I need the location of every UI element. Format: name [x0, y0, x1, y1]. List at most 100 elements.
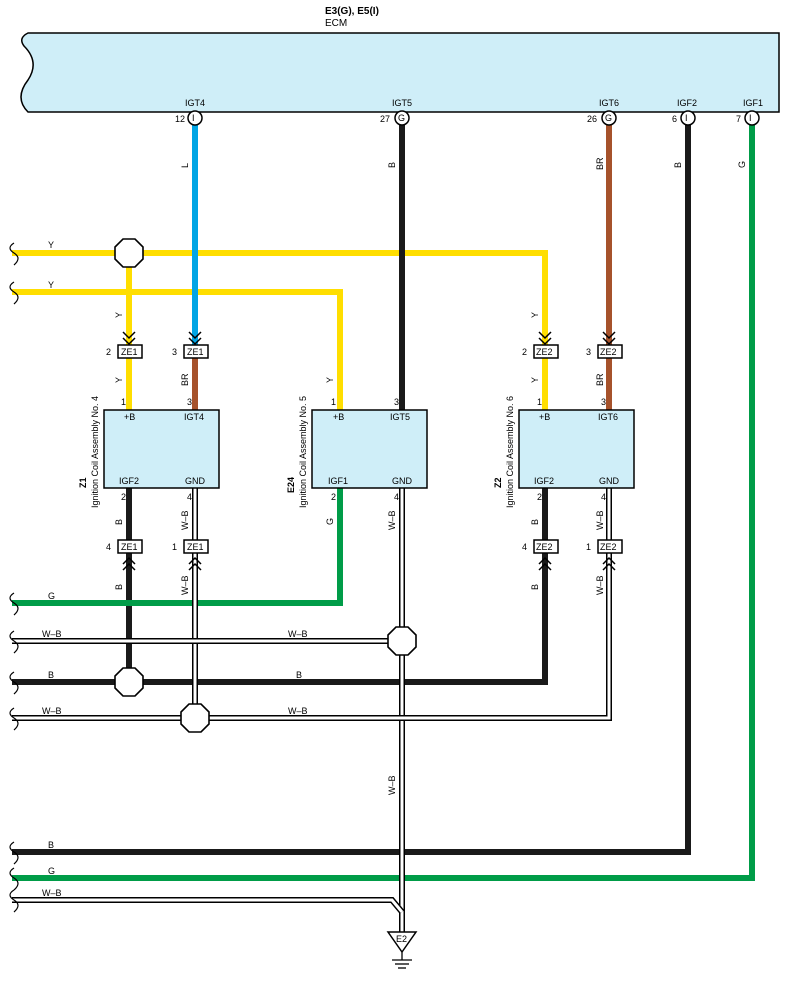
- connector-pin-num: 2: [522, 347, 527, 357]
- wire-label-g: G: [737, 161, 747, 168]
- ecm-pin-igf2[interactable]: 6 I: [672, 110, 696, 126]
- connector-pin-num: 3: [172, 347, 177, 357]
- coil-pin-label: IGF2: [119, 476, 139, 486]
- wire-label-y: Y: [48, 240, 54, 250]
- coil-pin-num: 4: [187, 492, 192, 502]
- coil-pin-num: 3: [187, 397, 192, 407]
- connector-pin-num: 1: [586, 542, 591, 552]
- coil-e24[interactable]: +B IGT5 IGF1 GND 1 3 2 4 Ignition Coil A…: [286, 396, 428, 508]
- wire-g-igf1: [12, 124, 755, 881]
- ecm-pin-igt4-code: I: [192, 113, 195, 123]
- wire-label-wb: W–B: [288, 629, 308, 639]
- coil-name: Ignition Coil Assembly No. 5: [298, 396, 308, 508]
- coil-pin-num: 1: [121, 397, 126, 407]
- coil-pin-label: IGF2: [534, 476, 554, 486]
- wire-label-wb: W–B: [288, 706, 308, 716]
- wire-break-marks: [9, 242, 19, 913]
- coil-z1[interactable]: +B IGT4 IGF2 GND 1 3 2 4 Ignition Coil A…: [78, 396, 220, 508]
- ground-icon: [392, 952, 412, 969]
- ecm-pin-igt6[interactable]: 26 G: [587, 110, 617, 126]
- splice-junction-wb-lower: [180, 703, 210, 733]
- wire-y-upper: [12, 250, 548, 345]
- coil-pin-label: +B: [124, 412, 135, 422]
- connector-ze2-pin1[interactable]: ZE2 1: [586, 539, 623, 571]
- connector-ze2-label: ZE2: [600, 542, 617, 552]
- coil-pin-num: 1: [331, 397, 336, 407]
- ecm-pin-igt5[interactable]: 27 G: [380, 110, 410, 126]
- coil-pin-num: 1: [537, 397, 542, 407]
- ecm-pin-igf1[interactable]: 7 I: [736, 110, 760, 126]
- ecm-pin-igf2-label: IGF2: [677, 98, 697, 108]
- connector-ze1-label: ZE1: [121, 347, 138, 357]
- coil-pin-num: 2: [331, 492, 336, 502]
- ecm-pin-igf1-num: 7: [736, 114, 741, 124]
- wire-b-igf2: [12, 124, 691, 855]
- wire-label-wb: W–B: [180, 510, 190, 530]
- ecm-pin-igt4[interactable]: 12 I: [175, 110, 203, 126]
- ecm-box[interactable]: [20, 32, 780, 113]
- wire-label-wb: W–B: [595, 575, 605, 595]
- wire-label-y: Y: [530, 377, 540, 383]
- wire-label-l: L: [180, 163, 190, 168]
- wire-label-br: BR: [595, 373, 605, 386]
- wire-label-wb: W–B: [387, 510, 397, 530]
- ecm-pin-igf2-code: I: [685, 113, 688, 123]
- connector-pin-num: 3: [586, 347, 591, 357]
- wire-label-wb: W–B: [387, 775, 397, 795]
- ecm-pin-igt4-label: IGT4: [185, 98, 205, 108]
- coil-pin-label: GND: [392, 476, 413, 486]
- ecm-pin-igt6-code: G: [605, 113, 612, 123]
- coil-id: Z1: [78, 477, 88, 488]
- ecm-pin-igt5-label: IGT5: [392, 98, 412, 108]
- ecm-pin-igt5-code: G: [398, 113, 405, 123]
- coil-pin-num: 3: [394, 397, 399, 407]
- wire-g-e24-igf1: [12, 488, 343, 606]
- ground-e2[interactable]: E2: [386, 931, 418, 969]
- wire-label-b: B: [48, 840, 54, 850]
- coil-pin-label: GND: [185, 476, 206, 486]
- wire-label-b: B: [530, 519, 540, 525]
- connector-pin-num: 4: [106, 542, 111, 552]
- coil-pin-num: 2: [121, 492, 126, 502]
- coil-name: Ignition Coil Assembly No. 4: [90, 396, 100, 508]
- wire-label-wb: W–B: [42, 706, 62, 716]
- connector-ze2-pin2[interactable]: ZE2 2: [522, 331, 559, 359]
- connector-ze2-label: ZE2: [536, 347, 553, 357]
- coil-pin-num: 3: [601, 397, 606, 407]
- connector-pin-num: 1: [172, 542, 177, 552]
- connector-ze2-label: ZE2: [536, 542, 553, 552]
- connector-ze1-pin1[interactable]: ZE1 1: [172, 539, 209, 571]
- splice-junction-b: [114, 667, 144, 697]
- connector-ze2-pin4[interactable]: ZE2 4: [522, 539, 559, 571]
- wire-label-y: Y: [114, 377, 124, 383]
- wire-label-g: G: [48, 591, 55, 601]
- wire-b-bus: [12, 488, 548, 685]
- ecm-pin-igt6-label: IGT6: [599, 98, 619, 108]
- wire-label-b: B: [114, 584, 124, 590]
- connector-ze1-pin2[interactable]: ZE1 2: [106, 331, 143, 359]
- connector-ze1-pin4[interactable]: ZE1 4: [106, 539, 143, 571]
- coil-id: Z2: [493, 477, 503, 488]
- wire-label-g: G: [325, 518, 335, 525]
- wire-label-b: B: [114, 519, 124, 525]
- wire-label-y: Y: [114, 312, 124, 318]
- coil-z2[interactable]: +B IGT6 IGF2 GND 1 3 2 4 Ignition Coil A…: [493, 396, 635, 508]
- coil-name: Ignition Coil Assembly No. 6: [505, 396, 515, 508]
- wire-label-br: BR: [180, 373, 190, 386]
- connector-ze1-pin3[interactable]: ZE1 3: [172, 331, 209, 359]
- wire-label-b: B: [48, 670, 54, 680]
- coil-pin-label: IGF1: [328, 476, 348, 486]
- coil-pin-num: 4: [394, 492, 399, 502]
- wire-y-lower: [12, 289, 343, 410]
- ecm-pin-igt4-num: 12: [175, 114, 185, 124]
- connector-ze2-pin3[interactable]: ZE2 3: [586, 331, 623, 359]
- wire-label-wb: W–B: [180, 575, 190, 595]
- splice-junction-y: [114, 238, 144, 268]
- coil-pin-label: +B: [539, 412, 550, 422]
- wire-label-g: G: [48, 866, 55, 876]
- wire-label-wb: W–B: [42, 888, 62, 898]
- coil-pin-label: IGT6: [598, 412, 618, 422]
- coil-pin-num: 2: [537, 492, 542, 502]
- ecm-pin-igt5-num: 27: [380, 114, 390, 124]
- wire-label-y: Y: [325, 377, 335, 383]
